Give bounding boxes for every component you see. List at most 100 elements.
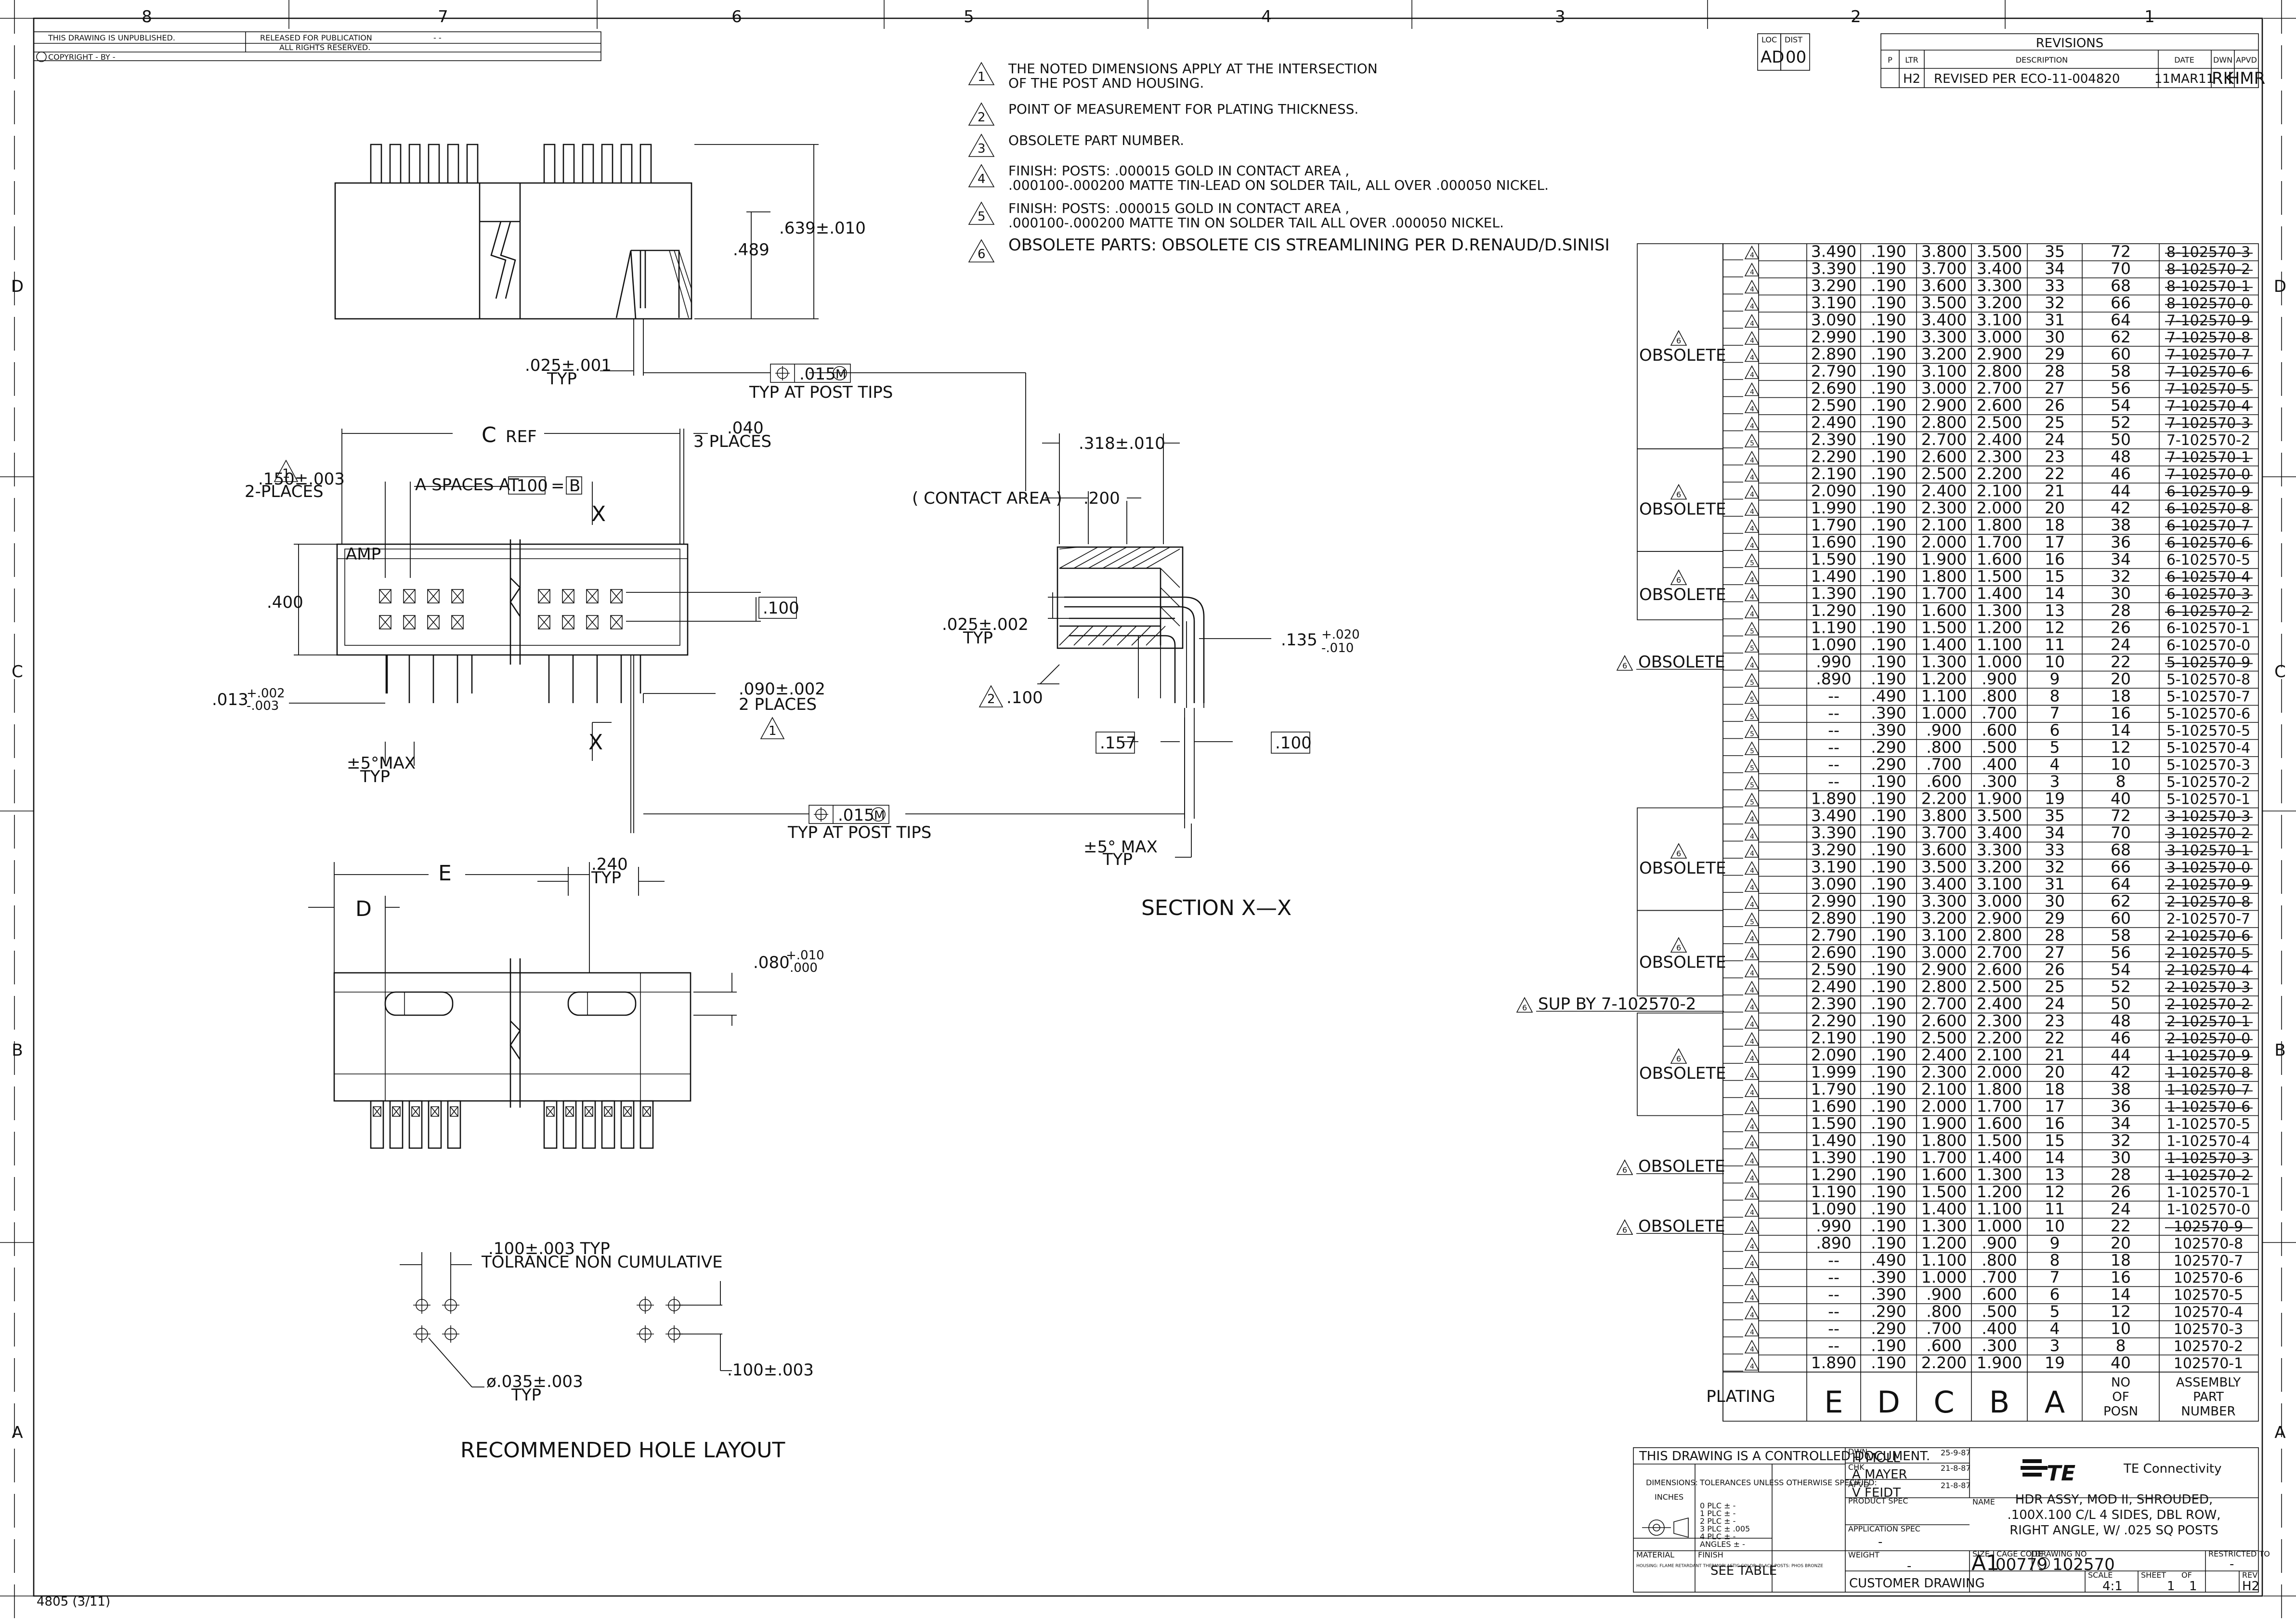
table-cell-b: 3.000 <box>1977 892 2022 911</box>
table-cell-p: 50 <box>2111 994 2131 1013</box>
table-cell-a: 3 <box>2050 1336 2060 1355</box>
hole-dia-typ: TYP <box>511 1386 541 1405</box>
fcf-2-m: M <box>874 809 885 823</box>
table-cell-d: .190 <box>1871 840 1906 859</box>
dim-040: .040 <box>727 419 764 438</box>
finish-flag-icon <box>1744 399 1760 413</box>
table-cell-d: .190 <box>1871 1182 1906 1201</box>
contact-square <box>427 589 440 603</box>
table-cell-b: 3.500 <box>1977 806 2022 825</box>
finish-note: 4 <box>1750 816 1754 824</box>
finish-flag-icon <box>1744 844 1760 858</box>
zone-left-c: C <box>12 662 23 681</box>
contact-square <box>562 615 574 629</box>
header-posn: OF <box>2112 1390 2129 1404</box>
table-cell-e: 2.890 <box>1811 909 1856 928</box>
table-cell-d: .190 <box>1871 379 1906 398</box>
table-cell-pn: 3-102570-2 <box>2166 825 2250 842</box>
finish-note: 4 <box>1750 1346 1754 1354</box>
table-cell-e: 2.390 <box>1811 994 1856 1013</box>
application-spec-label: APPLICATION SPEC <box>1848 1524 1920 1533</box>
table-cell-c: 1.100 <box>1921 1251 1967 1269</box>
table-cell-b: 1.600 <box>1977 550 2022 569</box>
dim-post-typ: TYP <box>547 369 577 389</box>
header-posn: NO <box>2111 1375 2130 1390</box>
finish-flag-icon <box>1744 655 1760 670</box>
finish-flag-icon <box>1744 639 1760 653</box>
table-cell-a: 11 <box>2045 635 2065 654</box>
note-1-flag-b <box>760 717 785 739</box>
rev-value: H2 <box>2242 1579 2259 1594</box>
finish-note: 5 <box>1750 731 1754 738</box>
zone-top-8: 8 <box>142 7 152 26</box>
table-cell-a: 3 <box>2050 772 2060 791</box>
cage-value: 00779 <box>1996 1555 2048 1574</box>
table-cell-c: 2.200 <box>1921 1353 1967 1372</box>
table-cell-pn: 8-102570-3 <box>2166 244 2250 261</box>
fcf-2-value: .015 <box>838 806 874 825</box>
table-cell-p: 40 <box>2111 1353 2131 1372</box>
table-cell-c: 1.300 <box>1921 1216 1967 1235</box>
table-cell-e: .990 <box>1816 1216 1851 1235</box>
table-cell-b: 2.200 <box>1977 1029 2022 1047</box>
table-cell-c: 2.800 <box>1921 977 1967 996</box>
contact-square <box>379 589 391 603</box>
table-cell-pn: 102570-9 <box>2174 1218 2243 1235</box>
section-dims <box>1037 433 1271 858</box>
table-cell-pn: 7-102570-4 <box>2166 398 2250 415</box>
table-cell-e: 3.290 <box>1811 840 1856 859</box>
table-cell-b: 3.400 <box>1977 824 2022 842</box>
table-cell-d: .390 <box>1871 1285 1906 1304</box>
solder-tail <box>408 1100 423 1149</box>
product-spec-label: PRODUCT SPEC <box>1848 1496 1908 1505</box>
loc-label: LOC <box>1761 35 1777 44</box>
table-cell-d: .190 <box>1871 858 1906 876</box>
table-cell-p: 60 <box>2111 345 2131 364</box>
header-col-e: E <box>1824 1385 1843 1420</box>
finish-note: 4 <box>1750 1141 1754 1149</box>
table-cell-a: 18 <box>2045 516 2065 535</box>
table-cell-c: 1.900 <box>1921 1114 1967 1133</box>
table-cell-e: 3.290 <box>1811 276 1856 295</box>
chk-label: CHK <box>1848 1463 1865 1472</box>
table-cell-a: 25 <box>2045 413 2065 432</box>
table-cell-p: 52 <box>2111 413 2131 432</box>
finish-flag-icon <box>1744 348 1760 362</box>
table-cell-p: 36 <box>2111 1097 2131 1116</box>
obsolete-flag-icon <box>1670 330 1687 346</box>
table-cell-pn: 7-102570-8 <box>2166 329 2250 346</box>
sheet-value: 1 <box>2167 1579 2175 1594</box>
finish-flag-icon <box>1744 536 1760 550</box>
solder-tail <box>543 1100 558 1149</box>
released-value: - - <box>433 33 442 42</box>
table-cell-pn: 6-102570-6 <box>2166 535 2250 551</box>
table-cell-p: 56 <box>2111 379 2131 398</box>
finish-note: 5 <box>1750 696 1754 704</box>
contact-square <box>610 589 623 603</box>
finish-flag-icon <box>1744 895 1760 909</box>
part-name-2: .100X.100 C/L 4 SIDES, DBL ROW, <box>2007 1508 2220 1522</box>
table-cell-a: 21 <box>2045 1046 2065 1064</box>
contact-area-label: ( CONTACT AREA ) <box>912 489 1062 508</box>
table-cell-p: 44 <box>2111 482 2131 500</box>
tolerances-label: TOLERANCES UNLESS OTHERWISE SPECIFIED: <box>1699 1478 1877 1487</box>
table-cell-c: 1.000 <box>1921 1268 1967 1287</box>
table-cell-a: 31 <box>2045 875 2065 893</box>
table-cell-e: 1.690 <box>1811 1097 1856 1116</box>
material-label: MATERIAL <box>1636 1550 1674 1559</box>
table-cell-c: 2.300 <box>1921 498 1967 517</box>
obsolete-flag-icon <box>1670 569 1687 585</box>
table-cell-b: 1.500 <box>1977 1131 2022 1150</box>
table-cell-p: 14 <box>2111 1285 2131 1304</box>
customer-drawing: CUSTOMER DRAWING <box>1849 1576 1985 1591</box>
finish-flag-icon <box>1744 1186 1760 1200</box>
table-cell-b: 2.500 <box>1977 977 2022 996</box>
dim-c: C <box>482 423 496 447</box>
table-cell-b: 3.100 <box>1977 875 2022 893</box>
table-cell-pn: 102570-3 <box>2174 1321 2243 1338</box>
dim-025-typ: TYP <box>963 628 993 648</box>
hole-pattern <box>413 1296 683 1343</box>
header-part-number: ASSEMBLY <box>2176 1375 2241 1390</box>
finish-flag-icon <box>1744 1151 1760 1165</box>
table-cell-b: 2.900 <box>1977 345 2022 364</box>
